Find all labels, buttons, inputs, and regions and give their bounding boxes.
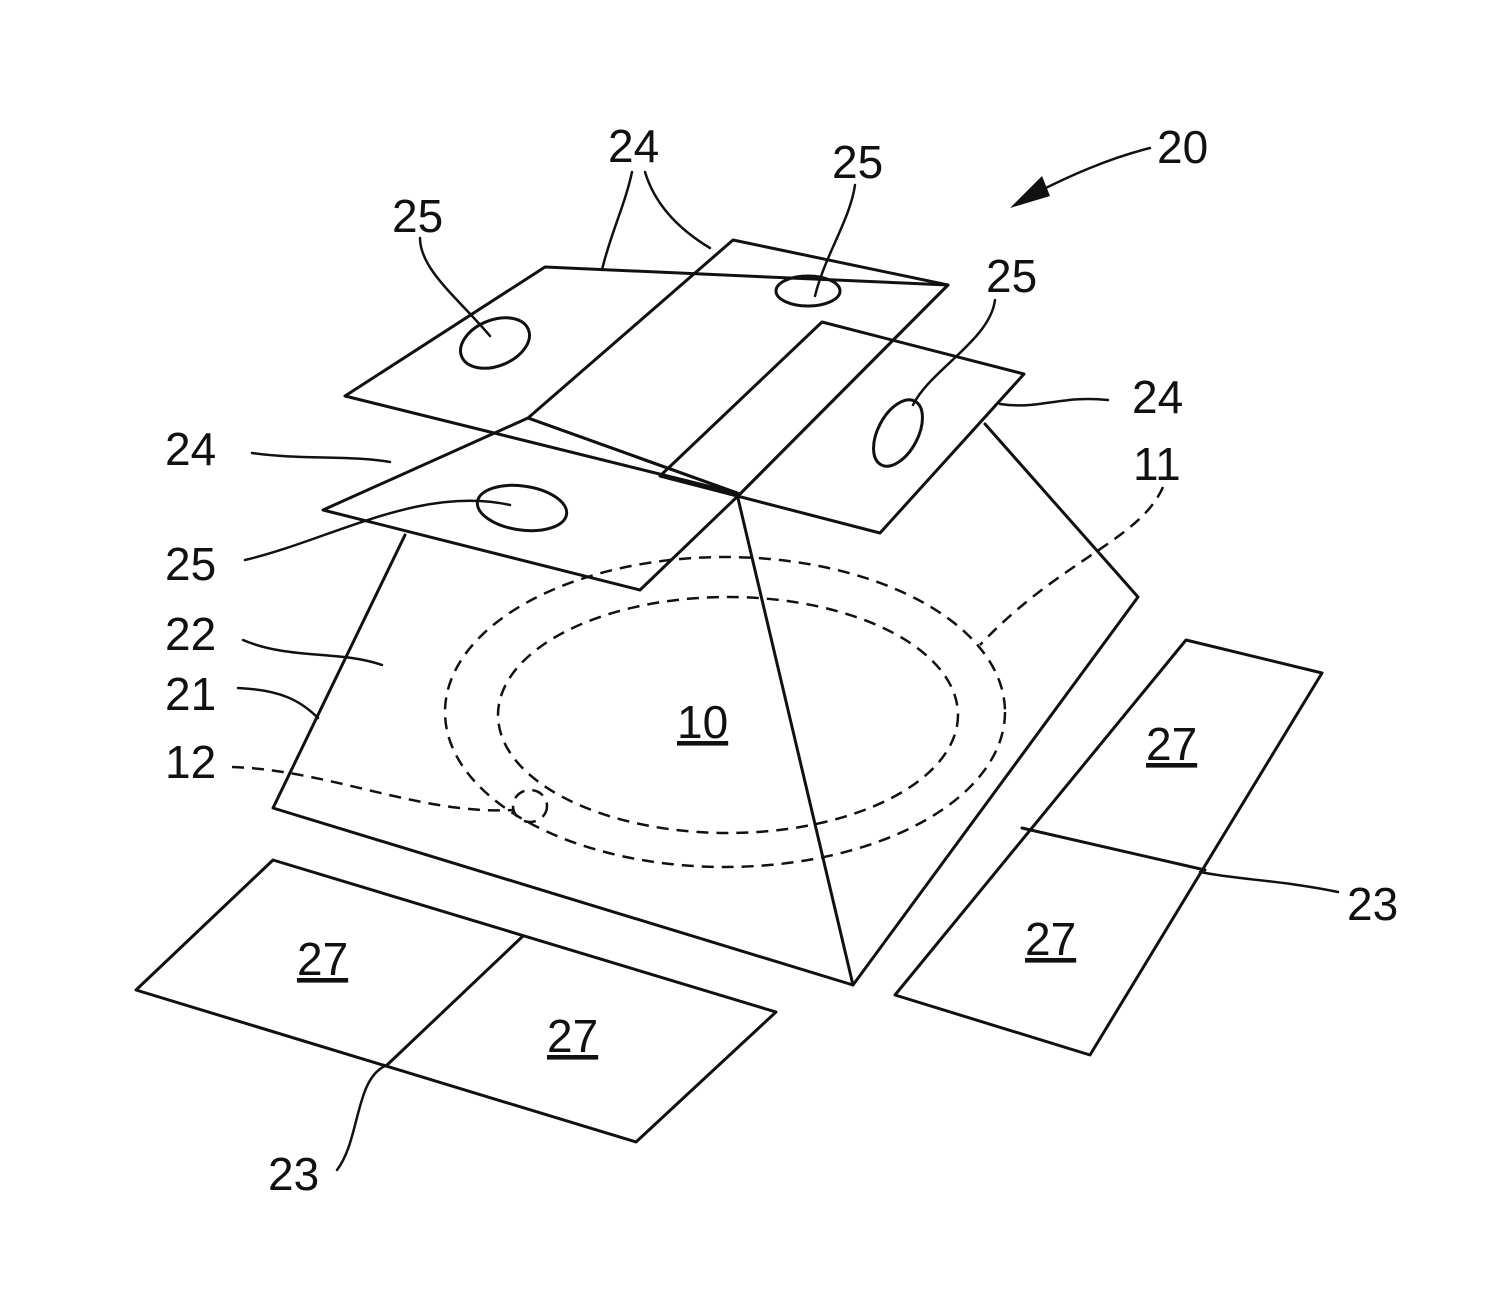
foot-strip-right bbox=[895, 640, 1322, 1055]
hole-top bbox=[776, 276, 840, 306]
label-22: 22 bbox=[165, 608, 216, 660]
tab-holes bbox=[453, 276, 933, 536]
label-20: 20 bbox=[1157, 121, 1208, 173]
label-23-left: 23 bbox=[268, 1148, 319, 1200]
label-27-right-bottom: 27 bbox=[1025, 913, 1076, 965]
label-25-front: 25 bbox=[165, 538, 216, 590]
label-27-right-top: 27 bbox=[1146, 718, 1197, 770]
label-25-top: 25 bbox=[832, 136, 883, 188]
label-27-left-top: 27 bbox=[297, 933, 348, 985]
arrow-20-head bbox=[1010, 176, 1050, 208]
tab-front-right bbox=[660, 322, 1024, 533]
label-10: 10 bbox=[677, 696, 728, 748]
tabs bbox=[323, 240, 1024, 590]
label-11: 11 bbox=[1133, 438, 1181, 490]
body-ridge-line bbox=[737, 494, 853, 985]
hole-front bbox=[474, 480, 569, 536]
label-25-right: 25 bbox=[986, 250, 1037, 302]
label-24-right: 24 bbox=[1132, 371, 1183, 423]
label-12: 12 bbox=[165, 736, 216, 788]
foot-strip-left bbox=[136, 860, 776, 1142]
label-24-top: 24 bbox=[608, 120, 659, 172]
label-27-left-bottom: 27 bbox=[547, 1010, 598, 1062]
hole-right bbox=[863, 392, 932, 474]
pad-divider-left bbox=[386, 936, 523, 1066]
label-24-left: 24 bbox=[165, 423, 216, 475]
label-23-right: 23 bbox=[1347, 878, 1398, 930]
pad-divider-right bbox=[1022, 828, 1205, 870]
label-21: 21 bbox=[165, 668, 216, 720]
label-25-left: 25 bbox=[392, 190, 443, 242]
